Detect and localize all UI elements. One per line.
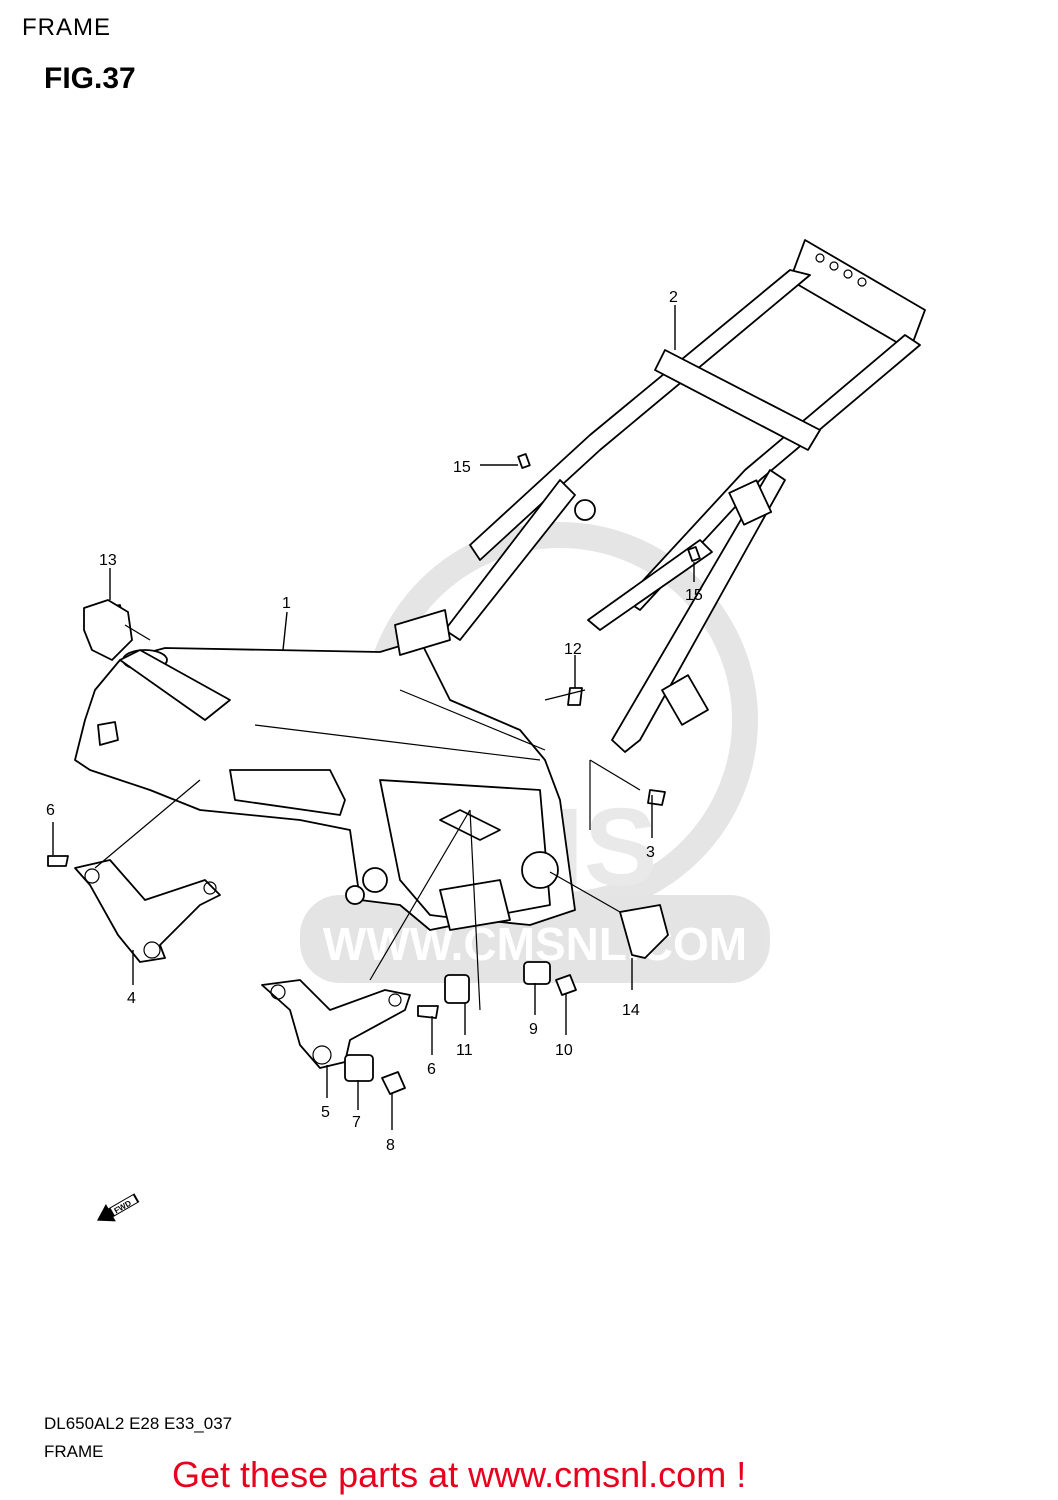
model-code: DL650AL2 E28 E33_037: [44, 1414, 233, 1433]
part-15-clip-b: [687, 546, 701, 562]
right-footrest-bracket: [74, 859, 221, 963]
get-parts-link[interactable]: Get these parts at www.cmsnl.com !: [172, 1454, 747, 1495]
guide-lines: [94, 624, 641, 1011]
callout-6-right: 6: [46, 802, 55, 819]
part-8-nut: [381, 1071, 406, 1095]
callout-15-upper: 15: [453, 459, 471, 476]
part-6b-bolt: [417, 1005, 439, 1019]
subframe-lower-right: [611, 469, 786, 753]
part-13-cover: [83, 599, 133, 661]
part-14-reflector: [619, 904, 669, 959]
rear-subframe: [444, 239, 926, 753]
callout-13: 13: [99, 552, 117, 569]
figure-number: FIG.37: [44, 62, 136, 95]
subframe-lower-left: [444, 479, 576, 641]
callout-9: 9: [529, 1021, 538, 1038]
callout-7: 7: [352, 1114, 361, 1131]
part-6a-bolt: [47, 855, 69, 867]
footer-section-title: FRAME: [44, 1442, 104, 1461]
part-11-collar: [444, 974, 470, 1004]
callout-11: 11: [456, 1042, 473, 1059]
callout-10: 10: [555, 1042, 573, 1059]
small-parts: [47, 453, 701, 1095]
callout-8: 8: [386, 1137, 395, 1154]
forward-arrow-icon: FWD: [97, 1193, 140, 1222]
callout-5: 5: [321, 1104, 330, 1121]
part-12-bolt: [567, 687, 583, 706]
callout-6-left: 6: [427, 1061, 436, 1078]
callout-12: 12: [564, 641, 582, 658]
subframe-crossmember: [654, 349, 821, 451]
callout-labels: 1 2 3 4 5 6 6 7 8 9 10 11 12 13 14 15 15: [46, 289, 703, 1154]
callout-2: 2: [669, 289, 678, 306]
section-title: FRAME: [22, 14, 111, 41]
part-3-bolt: [647, 789, 666, 806]
subframe-mid-brace: [587, 539, 713, 631]
callout-15-lower: 15: [685, 587, 703, 604]
part-9-spring: [523, 961, 551, 985]
callout-14: 14: [622, 1002, 640, 1019]
leader-lines: [52, 305, 695, 1130]
callout-4: 4: [127, 990, 136, 1007]
main-frame: [74, 604, 576, 931]
part-15-clip-a: [517, 453, 531, 469]
part-10-nut: [555, 974, 577, 996]
callout-1: 1: [282, 595, 291, 612]
left-footrest-bracket: [261, 979, 411, 1069]
callout-3: 3: [646, 844, 655, 861]
subframe-rear-bracket: [789, 239, 926, 351]
part-7-spring: [344, 1054, 374, 1082]
